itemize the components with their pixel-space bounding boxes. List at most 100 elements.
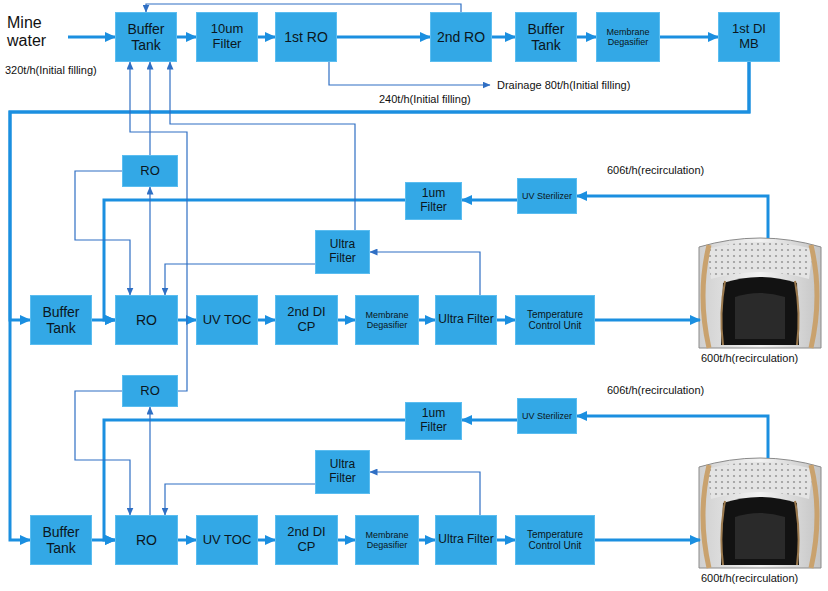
process-box: RO	[115, 515, 178, 565]
box-label: RO	[140, 164, 160, 179]
main-flow-arrow	[419, 319, 435, 322]
main-flow-arrow	[10, 62, 749, 540]
process-box: Buffer Tank	[30, 295, 92, 345]
box-label: 10um Filter	[199, 22, 255, 52]
process-box: Membrane Degasifier	[355, 295, 419, 345]
box-label: 1um Filter	[408, 407, 459, 435]
box-label: 2nd RO	[437, 29, 485, 45]
box-label: Buffer Tank	[518, 21, 574, 53]
box-label: RO	[136, 312, 157, 328]
process-box: Ultra Filter	[435, 295, 497, 345]
box-label: 1um Filter	[408, 187, 459, 215]
process-box: UV Sterilizer	[517, 398, 577, 434]
main-flow-arrow	[338, 319, 355, 322]
box-label: Buffer Tank	[33, 304, 89, 336]
box-label: RO	[136, 532, 157, 548]
process-box: 1um Filter	[405, 402, 462, 440]
box-label: UV Sterilizer	[522, 411, 572, 421]
source-label: Mine water	[6, 14, 68, 51]
process-box: RO	[122, 375, 178, 407]
flow-rate-label: Drainage 80t/h(Initial filling)	[496, 79, 631, 92]
main-flow-arrow	[10, 62, 749, 320]
main-flow-arrow	[258, 319, 275, 322]
main-flow-arrow	[337, 36, 430, 39]
box-label: Ultra Filter	[438, 313, 493, 327]
process-box: UV TOC	[196, 295, 258, 345]
process-box: Temperature Control Unit	[515, 295, 595, 345]
process-box: 2nd DI CP	[275, 515, 338, 565]
process-box: 10um Filter	[196, 12, 258, 62]
flow-rate-label: 320t/h(Initial filling)	[4, 64, 98, 77]
box-label: Buffer Tank	[118, 21, 174, 53]
recirculation-line	[577, 416, 768, 458]
main-flow-arrow	[338, 539, 355, 542]
process-box: UV TOC	[196, 515, 258, 565]
process-box: 1st DI MB	[718, 12, 780, 62]
main-flow-arrow	[577, 36, 596, 39]
process-box: Membrane Degasifier	[596, 12, 660, 62]
box-label: 1st DI MB	[721, 22, 777, 52]
box-label: Membrane Degasifier	[358, 530, 416, 551]
box-label: 2nd DI CP	[278, 525, 335, 555]
main-flow-arrow	[177, 36, 196, 39]
recirculation-line	[577, 196, 768, 238]
process-box: UV Sterilizer	[517, 178, 577, 214]
main-flow-arrow	[462, 199, 517, 202]
main-flow-arrow	[660, 36, 718, 39]
main-flow-arrow	[258, 539, 275, 542]
box-label: Ultra Filter	[318, 238, 367, 266]
main-flow-arrow	[497, 319, 515, 322]
drainage-line	[329, 62, 490, 85]
process-box: Temperature Control Unit	[515, 515, 595, 565]
box-label: Membrane Degasifier	[599, 27, 657, 48]
flow-rate-label: 600t/h(recirculation)	[700, 352, 799, 365]
supply-line	[595, 539, 700, 542]
process-box: Membrane Degasifier	[355, 515, 419, 565]
supply-line	[595, 319, 700, 322]
main-flow-arrow	[258, 36, 275, 39]
process-box: RO	[115, 295, 178, 345]
process-box: Ultra Filter	[315, 230, 370, 274]
detector-tank	[699, 458, 821, 568]
process-box: 2nd RO	[430, 12, 492, 62]
return-flow-arrow	[370, 472, 480, 515]
return-flow-arrow	[165, 484, 315, 515]
process-box: 1st RO	[275, 12, 337, 62]
main-flow-arrow	[178, 539, 196, 542]
return-flow-arrow	[170, 62, 355, 230]
box-label: UV TOC	[203, 533, 252, 548]
box-label: UV TOC	[203, 313, 252, 328]
return-flow-arrow	[149, 407, 150, 515]
box-label: Buffer Tank	[33, 524, 89, 556]
main-flow-arrow	[497, 539, 515, 542]
process-box: Ultra Filter	[435, 515, 497, 565]
flow-rate-label: 606t/h(recirculation)	[606, 384, 705, 397]
return-flow-arrow	[75, 391, 130, 515]
inlet-arrow	[68, 36, 115, 39]
flow-rate-label: 600t/h(recirculation)	[700, 572, 799, 585]
return-flow-arrow	[149, 187, 150, 295]
process-box: Buffer Tank	[30, 515, 92, 565]
box-label: 1st RO	[284, 29, 328, 45]
detector-tank	[699, 238, 821, 348]
process-box: Buffer Tank	[515, 12, 577, 62]
main-flow-arrow	[462, 419, 517, 422]
box-label: Ultra Filter	[438, 533, 493, 547]
process-box: RO	[122, 155, 178, 187]
box-label: Temperature Control Unit	[518, 529, 592, 552]
return-flow-arrow	[370, 252, 480, 295]
flow-rate-label: 606t/h(recirculation)	[606, 164, 705, 177]
box-label: RO	[140, 384, 160, 399]
box-label: UV Sterilizer	[522, 191, 572, 201]
main-flow-arrow	[492, 36, 515, 39]
box-label: Temperature Control Unit	[518, 309, 592, 332]
return-flow-arrow	[149, 62, 150, 155]
process-box: Buffer Tank	[115, 12, 177, 62]
main-flow-arrow	[419, 539, 435, 542]
box-label: 2nd DI CP	[278, 305, 335, 335]
return-flow-arrow	[75, 171, 130, 295]
box-label: Membrane Degasifier	[358, 310, 416, 331]
process-box: 1um Filter	[405, 182, 462, 220]
flow-rate-label: 240t/h(Initial filling)	[378, 93, 472, 106]
